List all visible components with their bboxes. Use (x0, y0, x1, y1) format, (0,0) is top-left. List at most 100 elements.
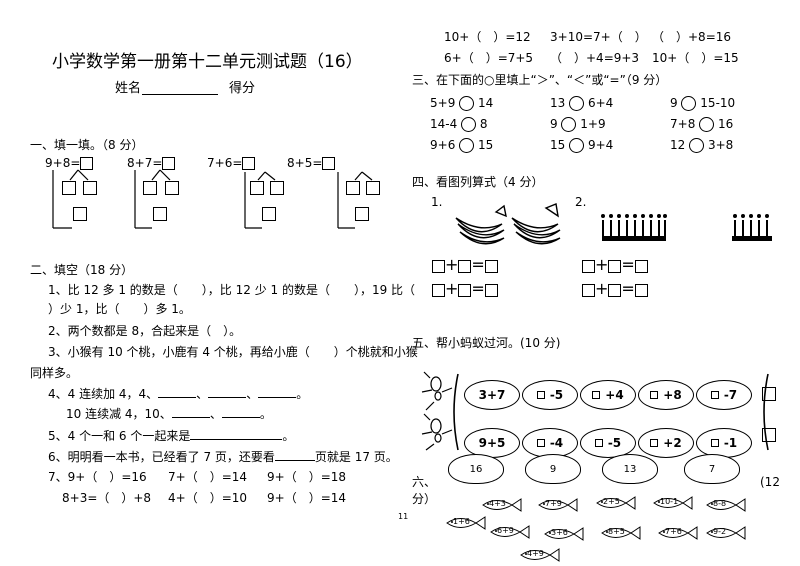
answer-blank[interactable] (274, 460, 315, 461)
equation-r1-c: （ ）+8=16 (652, 30, 732, 44)
compare-circle[interactable] (461, 117, 477, 132)
question-7-a: 7、9+（ ）=16 (48, 470, 147, 484)
fish[interactable]: 4+9 (518, 546, 560, 564)
compare-circle[interactable] (681, 96, 697, 111)
answer-box[interactable] (608, 260, 622, 273)
compare-item: 5+9 14 (430, 96, 494, 111)
fish[interactable]: 1+6 (444, 514, 486, 532)
fish[interactable]: 7+9 (536, 496, 578, 514)
stone-oval[interactable]: +2 (638, 428, 694, 458)
fish[interactable]: 3+6 (542, 525, 584, 543)
answer-box[interactable] (458, 284, 472, 297)
answer-box[interactable] (165, 181, 179, 195)
equation-boxes-1b: += (432, 280, 498, 298)
equation-boxes-2a: += (582, 256, 648, 274)
question-3-line-a: 3、小猴有 10 个桃，小鹿有 4 个桃，再给小鹿（ ）个桃就和小猴 (48, 345, 418, 359)
answer-blank[interactable] (258, 397, 297, 398)
stone-oval[interactable]: 3+7 (464, 380, 520, 410)
answer-box[interactable] (242, 157, 256, 170)
answer-box[interactable] (262, 207, 276, 221)
question-3-line-b: 同样多。 (30, 366, 79, 380)
compare-circle[interactable] (459, 96, 475, 111)
answer-box[interactable] (322, 157, 336, 170)
equation-boxes-1a: += (432, 256, 498, 274)
equation-r2-a: 6+（ ）=7+5 (444, 51, 534, 65)
question-7-c: 9+（ ）=18 (267, 470, 347, 484)
section-6-score: (12 (760, 475, 780, 489)
answer-box[interactable] (608, 284, 622, 297)
answer-box[interactable] (634, 284, 648, 297)
equation-r1-a: 10+（ ）=12 (444, 30, 531, 44)
answer-box[interactable] (250, 181, 264, 195)
question-4-line-a: 4、4 连续加 4，4、、、。 (48, 387, 309, 401)
section-2-heading: 二、填空（18 分） (30, 263, 134, 277)
answer-box[interactable] (634, 260, 648, 273)
ant-image (421, 371, 453, 451)
answer-box[interactable] (162, 157, 176, 170)
answer-box[interactable] (582, 284, 595, 297)
fish[interactable]: 6+9 (488, 523, 530, 541)
answer-box[interactable] (458, 260, 472, 273)
fish[interactable]: 4+3 (480, 496, 522, 514)
score-label: 得分 (229, 81, 256, 96)
answer-box[interactable] (484, 284, 498, 297)
answer-blank[interactable] (158, 397, 197, 398)
answer-box[interactable] (432, 260, 445, 273)
stone-oval[interactable]: -1 (696, 428, 752, 458)
compare-circle[interactable] (569, 96, 585, 111)
answer-box[interactable] (762, 387, 776, 401)
stone-oval[interactable]: +8 (638, 380, 694, 410)
fill-item-1: 9+8= (45, 156, 94, 170)
stone-oval[interactable]: -5 (522, 380, 578, 410)
compare-item: 9 15-10 (670, 96, 736, 111)
section-5-heading: 五、帮小蚂蚁过河。(10 分) (412, 336, 561, 350)
question-2: 2、两个数都是 8，合起来是（ ）。 (48, 324, 242, 338)
equation-r2-c: 10+（ ）=15 (652, 51, 739, 65)
equation-boxes-2b: += (582, 280, 648, 298)
fish[interactable]: 10-1 (651, 494, 693, 512)
answer-blank[interactable] (208, 397, 247, 398)
compare-circle[interactable] (561, 117, 577, 132)
answer-box[interactable] (762, 428, 776, 442)
stone-oval[interactable]: -5 (580, 428, 636, 458)
answer-box[interactable] (73, 207, 87, 221)
answer-box[interactable] (346, 181, 360, 195)
answer-box[interactable] (270, 181, 284, 195)
fill-item-4: 8+5= (287, 156, 336, 170)
compare-item: 13 6+4 (550, 96, 614, 111)
fish-pot: 16 (448, 454, 504, 484)
answer-box[interactable] (355, 207, 369, 221)
question-7-b: 7+（ ）=14 (168, 470, 248, 484)
fish[interactable]: 7+6 (656, 524, 698, 542)
section-4-heading: 四、看图列算式（4 分） (412, 175, 544, 189)
answer-blank[interactable] (171, 417, 210, 418)
fish[interactable]: 8-8 (704, 496, 746, 514)
fish[interactable]: 2+5 (594, 494, 636, 512)
answer-box[interactable] (432, 284, 445, 297)
answer-blank[interactable] (190, 439, 283, 440)
fish-pot: 9 (525, 454, 581, 484)
fish[interactable]: 9-2 (704, 524, 746, 542)
number-bond-lines (52, 169, 373, 229)
compare-circle[interactable] (699, 117, 715, 132)
answer-box[interactable] (484, 260, 498, 273)
question-6: 6、明明看一本书，已经看了 7 页，还要看页就是 17 页。 (48, 450, 398, 464)
answer-box[interactable] (80, 157, 94, 170)
compare-circle[interactable] (689, 138, 705, 153)
fish[interactable]: 8+5 (599, 524, 641, 542)
stone-oval[interactable]: +4 (580, 380, 636, 410)
compare-circle[interactable] (459, 138, 475, 153)
answer-box[interactable] (62, 181, 76, 195)
question-8-c: 9+（ ）=14 (267, 491, 347, 505)
compare-circle[interactable] (569, 138, 585, 153)
answer-blank[interactable] (221, 417, 260, 418)
name-field[interactable] (142, 94, 218, 95)
answer-box[interactable] (153, 207, 167, 221)
picture-1-number: 1. (431, 195, 443, 209)
answer-box[interactable] (83, 181, 97, 195)
stone-oval[interactable]: -7 (696, 380, 752, 410)
answer-box[interactable] (366, 181, 380, 195)
answer-box[interactable] (582, 260, 595, 273)
question-8-a: 8+3=（ ）+8 (62, 491, 152, 505)
answer-box[interactable] (143, 181, 157, 195)
